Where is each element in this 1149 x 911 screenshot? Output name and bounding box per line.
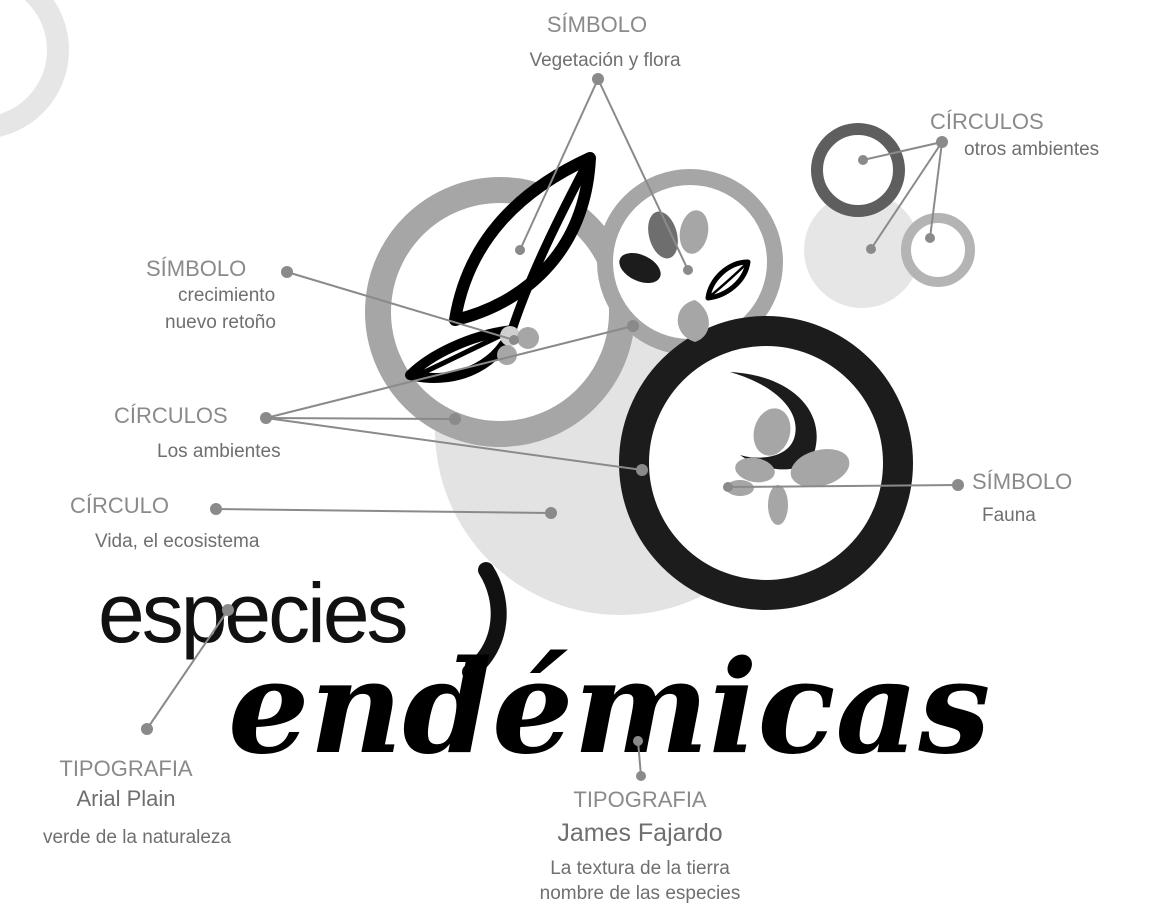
- ambientes-title: CÍRCULOS: [114, 403, 228, 428]
- dot-leaf: [515, 245, 525, 255]
- fauna-title: SÍMBOLO: [972, 469, 1072, 494]
- crecimiento-line1: crecimiento: [178, 285, 275, 306]
- vida-title: CÍRCULO: [70, 493, 169, 518]
- crecimiento-title: SÍMBOLO: [146, 256, 246, 281]
- dot-butterfly: [723, 482, 733, 492]
- dot-crecimiento-origin: [281, 266, 293, 278]
- wordmark-endemicas: endémicas: [228, 633, 990, 783]
- dot-dark-ring: [858, 155, 868, 165]
- dot-especies: [222, 604, 234, 616]
- arial-note: verde de la naturaleza: [43, 827, 231, 848]
- dot-arial-origin: [141, 723, 153, 735]
- dot-sprout: [509, 335, 519, 345]
- dot-endemicas: [633, 736, 643, 746]
- fauna-subtitle: Fauna: [982, 505, 1036, 526]
- flora-title: SÍMBOLO: [547, 12, 647, 37]
- dot-black-ring: [636, 464, 648, 476]
- otros-title: CÍRCULOS: [930, 109, 1044, 134]
- vida-subtitle: Vida, el ecosistema: [95, 531, 260, 552]
- small-gray-ring: [901, 213, 975, 287]
- dot-vida-origin: [210, 503, 222, 515]
- dark-gray-ring: [811, 123, 905, 217]
- fauna-butterfly-icon: [726, 372, 850, 525]
- annotation-dots: [141, 73, 964, 781]
- dot-ecosystem: [545, 507, 557, 519]
- dot-large-ring: [449, 413, 461, 425]
- other-environments-fill-circle: [804, 192, 920, 308]
- dot-small-ring: [925, 233, 935, 243]
- dot-james-origin: [636, 771, 646, 781]
- dot-flower: [683, 265, 693, 275]
- wordmark-especies: especies: [98, 566, 406, 660]
- wordmark-bracket-stroke: [462, 562, 507, 680]
- dot-flora-origin: [592, 73, 604, 85]
- flora-flower-icon: [619, 210, 751, 342]
- flora-subtitle: Vegetación y flora: [529, 50, 680, 71]
- james-line2: nombre de las especies: [540, 883, 741, 904]
- dot-medium-ring: [627, 320, 639, 332]
- annotation-leader-lines: [146, 78, 959, 777]
- james-font-name: James Fajardo: [557, 819, 722, 847]
- corner-decorative-circle: [0, 0, 69, 137]
- otros-subtitle: otros ambientes: [964, 139, 1099, 160]
- sprout-buds-icon: [497, 326, 539, 365]
- dot-ambientes-origin: [260, 412, 272, 424]
- dot-circles-origin: [936, 136, 948, 148]
- james-line1: La textura de la tierra: [550, 858, 730, 879]
- crecimiento-line2: nuevo retoño: [165, 312, 276, 333]
- james-title: TIPOGRAFIA: [573, 787, 707, 812]
- dot-fill-circle: [866, 244, 876, 254]
- arial-font-name: Arial Plain: [76, 786, 175, 811]
- arial-title: TIPOGRAFIA: [59, 756, 193, 781]
- dot-fauna-origin: [952, 479, 964, 491]
- ambientes-subtitle: Los ambientes: [157, 441, 281, 462]
